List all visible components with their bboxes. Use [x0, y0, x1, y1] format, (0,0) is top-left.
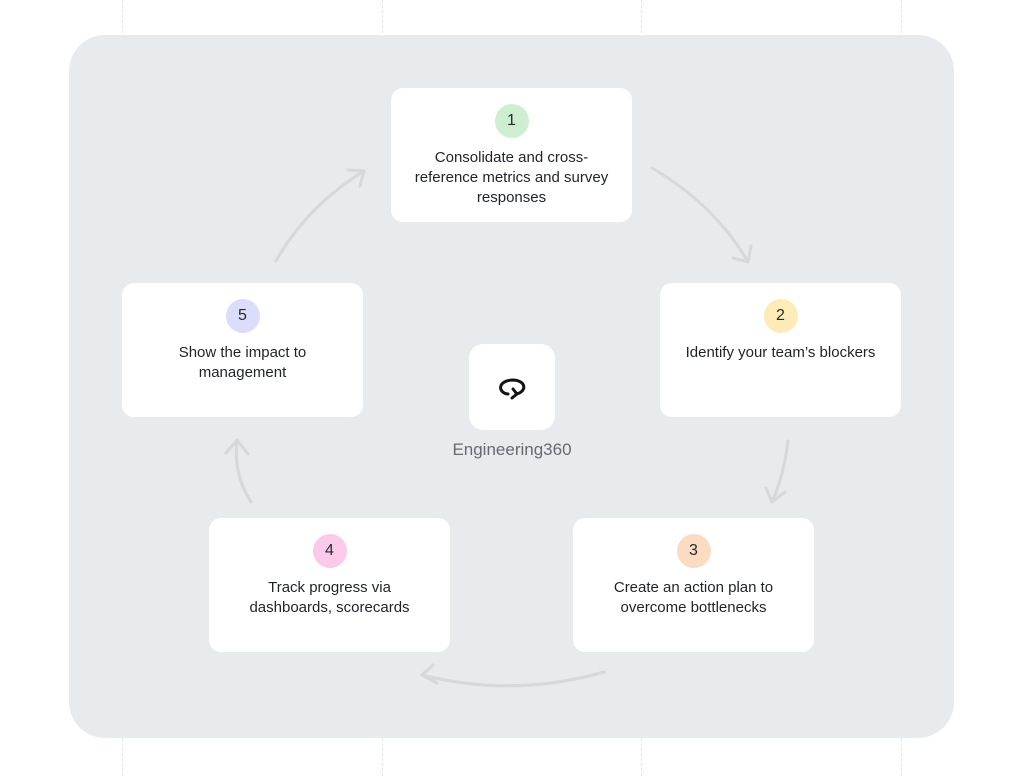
step-text: Consolidate and cross-reference metrics …	[414, 149, 609, 206]
arrow-4-to-5	[224, 438, 253, 504]
step-number-badge: 3	[676, 534, 711, 568]
engineering360-logo	[469, 344, 555, 430]
center-label: Engineering360	[452, 440, 572, 459]
arrow-3-to-4	[420, 663, 606, 688]
step-number-badge: 2	[763, 299, 798, 333]
step-text: Track progress via dashboards, scorecard…	[249, 579, 410, 616]
step-number-badge: 1	[494, 104, 529, 138]
step-text: Identify your team’s blockers	[685, 344, 876, 361]
step-card-5: 5 Show the impact to management	[122, 283, 363, 417]
step-text: Show the impact to management	[178, 344, 307, 381]
step-card-3: 3 Create an action plan to overcome bott…	[573, 518, 814, 652]
step-text: Create an action plan to overcome bottle…	[613, 579, 774, 616]
arrow-5-to-1	[274, 168, 366, 263]
step-number-badge: 4	[312, 534, 347, 568]
arrow-1-to-2	[650, 166, 753, 264]
step-card-1: 1 Consolidate and cross-reference metric…	[391, 88, 632, 222]
step-number-badge: 5	[225, 299, 260, 333]
step-card-4: 4 Track progress via dashboards, scoreca…	[209, 518, 450, 652]
step-card-2: 2 Identify your team’s blockers	[660, 283, 901, 417]
loop-icon	[499, 378, 526, 400]
arrow-2-to-3	[764, 439, 790, 504]
